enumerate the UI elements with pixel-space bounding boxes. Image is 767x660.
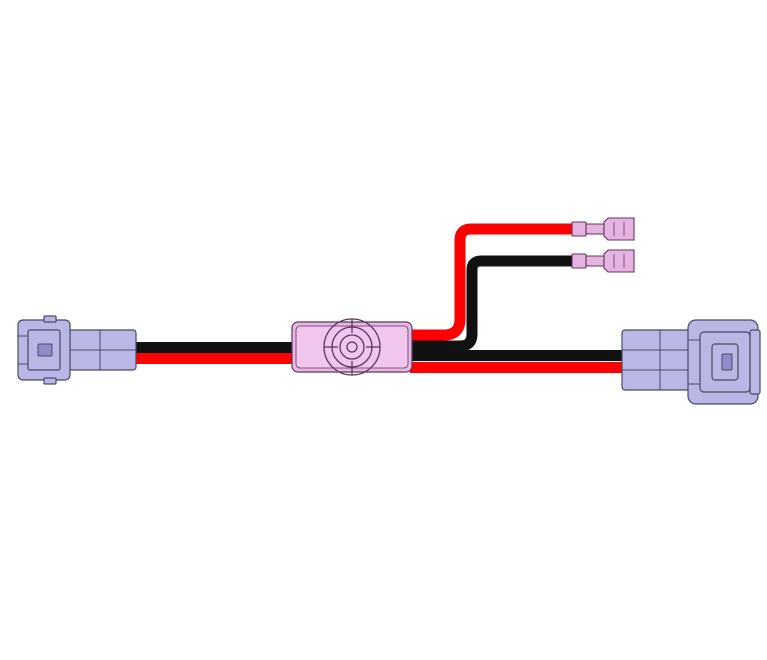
wires-branch [410,223,578,352]
right-connector [621,319,761,405]
wire-red-right [410,362,625,373]
splice-seal-icon [323,318,381,376]
left-connector [17,315,137,385]
wires-left-segment [134,342,294,364]
wire-black-branch [410,255,578,352]
wire-black-right [410,350,625,361]
wire-red-branch [410,223,578,341]
spade-terminal-black [571,249,635,273]
spade-terminal-red [571,217,635,241]
splice-housing [291,318,413,376]
wires-right-segment [410,350,625,373]
wire-black-left [134,342,294,353]
wire-red-left [134,353,294,364]
